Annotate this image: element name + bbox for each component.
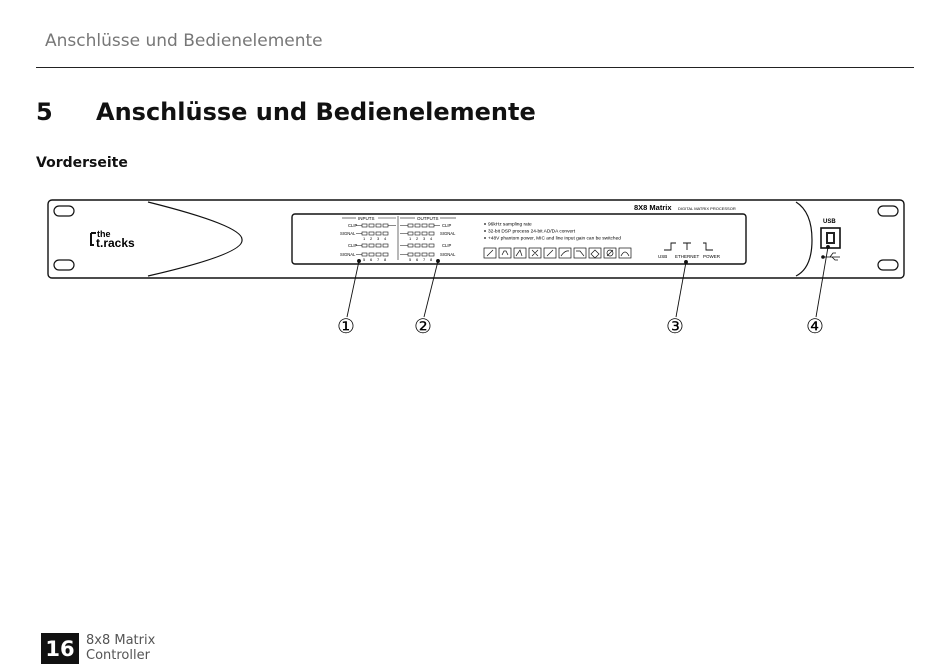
rack-slot-top-left (53, 205, 75, 217)
chapter-number: 5 (36, 98, 53, 126)
logo-bottom: t.racks (96, 236, 135, 250)
ch-in-3: 3 (377, 236, 380, 241)
indicator-usb-label: USB (658, 254, 667, 259)
section-heading: Vorderseite (36, 155, 128, 171)
callout-2: ② (414, 316, 432, 338)
ch-out-1: 1 (409, 236, 412, 241)
outputs-label: OUTPUTS (417, 216, 439, 221)
ch-out-7: 7 (423, 257, 426, 262)
ch-in-6: 6 (370, 257, 373, 262)
usb-indicator-icon (664, 242, 676, 251)
header-rule (36, 67, 914, 68)
function-button-4[interactable] (528, 247, 542, 259)
footer-line-2: Controller (86, 648, 150, 663)
display-window (291, 213, 747, 265)
ch-out-5: 5 (409, 257, 412, 262)
callout-4: ④ (806, 316, 824, 338)
function-button-2[interactable] (498, 247, 512, 259)
feature-1: 96kHz sampling rate (488, 222, 532, 228)
signal-label-4: SIGNAL (440, 252, 456, 257)
led-grid (356, 223, 440, 257)
left-handle (147, 201, 243, 277)
ch-in-1: 1 (363, 236, 366, 241)
function-buttons (483, 247, 632, 259)
rack-slot-top-right (877, 205, 899, 217)
channel-numbers: 1 2 3 4 1 2 3 4 5 6 7 8 5 6 7 8 (363, 236, 433, 262)
function-button-10[interactable] (618, 247, 632, 259)
callout-3: ③ (666, 316, 684, 338)
function-button-7[interactable] (573, 247, 587, 259)
logo-top: the (97, 229, 111, 239)
ch-in-7: 7 (377, 257, 380, 262)
ch-in-5: 5 (363, 257, 366, 262)
clip-label-4: CLIP (442, 243, 452, 248)
tracks-logo: the t.racks (90, 229, 135, 250)
clip-label-1: CLIP (348, 223, 358, 228)
clip-label-3: CLIP (442, 223, 452, 228)
function-button-9[interactable] (603, 247, 617, 259)
power-indicator-icon (703, 242, 713, 251)
feature-2: 32-bit DSP process 24-bit AD/DA convert (488, 229, 576, 235)
front-panel-figure: the t.racks 8X8 Matrix DIGITAL MATRIX PR… (44, 196, 910, 341)
chapter-heading: 5 Anschlüsse und Bedienelemente (36, 98, 536, 126)
ch-out-2: 2 (416, 236, 419, 241)
signal-label-2: SIGNAL (340, 252, 356, 257)
indicator-ethernet-label: ETHERNET (675, 254, 700, 259)
running-header: Anschlüsse und Bedienelemente (45, 31, 323, 51)
function-button-1[interactable] (483, 247, 497, 259)
function-button-3[interactable] (513, 247, 527, 259)
rack-slot-bottom-right (877, 259, 899, 271)
clip-label-2: CLIP (348, 243, 358, 248)
signal-label-1: SIGNAL (340, 231, 356, 236)
page-number: 16 (41, 633, 79, 664)
callout-lines (346, 245, 830, 318)
signal-label-3: SIGNAL (440, 231, 456, 236)
usb-port-label: USB (823, 219, 836, 225)
indicator-power-label: POWER (703, 254, 721, 259)
feature-list: 96kHz sampling rate 32-bit DSP process 2… (484, 222, 621, 242)
model-name: 8X8 Matrix (634, 203, 672, 212)
ch-in-2: 2 (370, 236, 373, 241)
feature-3: +48V phantom power, MIC and line input g… (488, 236, 621, 242)
rack-chassis (47, 199, 905, 279)
right-handle (795, 201, 813, 277)
ethernet-indicator-icon (683, 242, 691, 250)
model-subtitle: DIGITAL MATRIX PROCESSOR (678, 206, 736, 211)
inputs-label: INPUTS (358, 216, 375, 221)
status-indicators (664, 242, 713, 251)
function-button-5[interactable] (543, 247, 557, 259)
ch-in-4: 4 (384, 236, 387, 241)
ch-out-3: 3 (423, 236, 426, 241)
footer-product: 8x8 Matrix Controller (86, 633, 155, 663)
callout-1: ① (337, 316, 355, 338)
ch-out-4: 4 (430, 236, 433, 241)
ch-out-6: 6 (416, 257, 419, 262)
chapter-title: Anschlüsse und Bedienelemente (96, 98, 536, 126)
footer-line-1: 8x8 Matrix (86, 633, 156, 648)
ch-out-8: 8 (430, 257, 433, 262)
function-button-6[interactable] (558, 247, 572, 259)
ch-in-8: 8 (384, 257, 387, 262)
rack-slot-bottom-left (53, 259, 75, 271)
